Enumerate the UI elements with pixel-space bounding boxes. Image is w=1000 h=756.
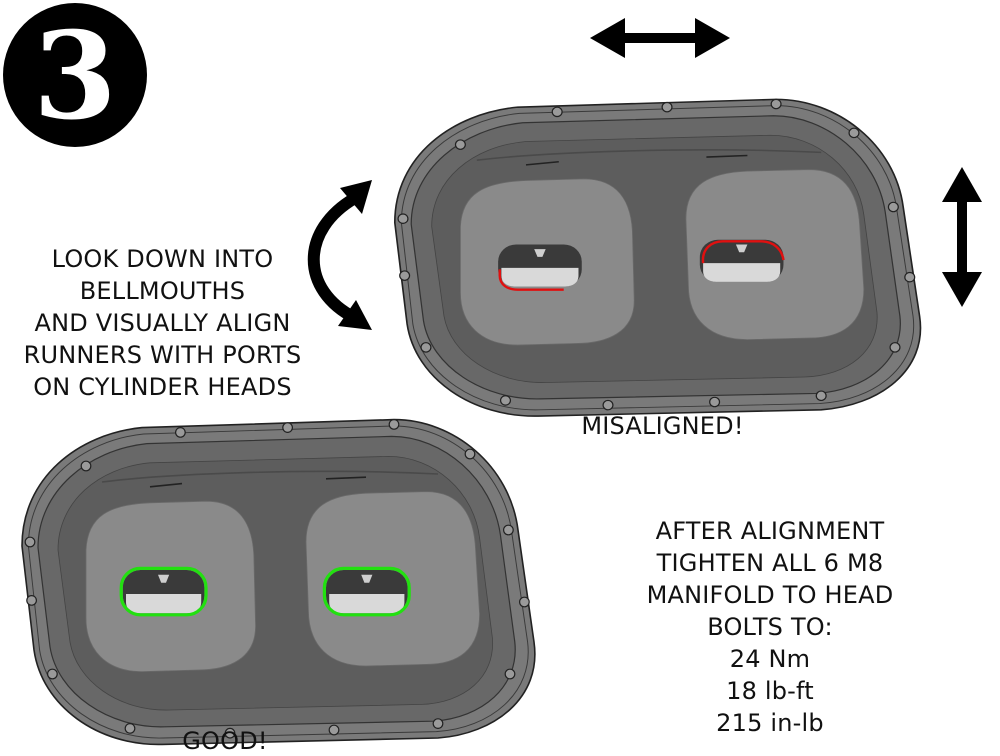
manifold-misaligned <box>393 98 922 417</box>
instruction-text: LOOK DOWN INTO BELLMOUTHS AND VISUALLY A… <box>23 245 302 401</box>
manifold-good <box>21 418 536 746</box>
good-label: GOOD! <box>182 727 268 755</box>
left-port-misaligned <box>498 244 582 291</box>
left-port-good <box>119 566 208 617</box>
right-port-misaligned <box>699 239 785 282</box>
vertical-arrow-icon <box>942 167 982 307</box>
step-circle-icon: 3 <box>3 3 147 147</box>
horizontal-arrow-icon <box>590 18 730 58</box>
misaligned-label: MISALIGNED! <box>581 412 744 440</box>
right-port-good <box>322 566 411 617</box>
torque-spec-text: AFTER ALIGNMENT TIGHTEN ALL 6 M8 MANIFOL… <box>646 517 894 737</box>
step-number: 3 <box>33 6 117 147</box>
rotate-arrow-icon <box>307 180 372 330</box>
